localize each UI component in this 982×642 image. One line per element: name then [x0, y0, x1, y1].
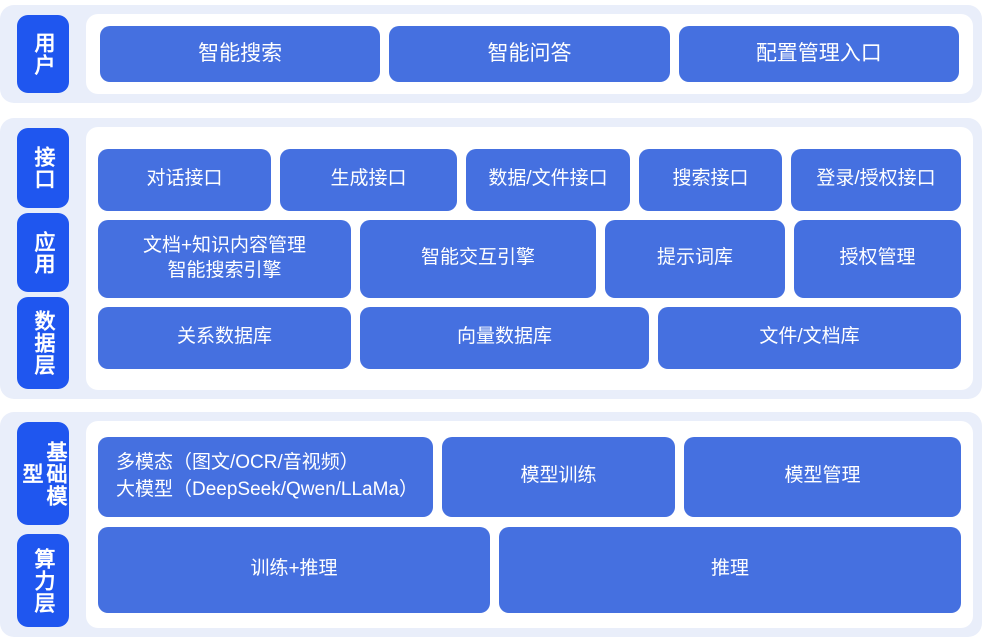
chip-inference[interactable]: 推理: [499, 526, 961, 613]
row-user-entries: 智能搜索 智能问答 配置管理入口: [100, 26, 959, 82]
chip-smart-search[interactable]: 智能搜索: [100, 26, 381, 82]
rail-user: 用户: [0, 5, 86, 103]
row-data-layer: 关系数据库 向量数据库 文件/文档库: [98, 306, 961, 369]
chip-config-management-entry[interactable]: 配置管理入口: [678, 26, 959, 82]
chip-document-knowledge-management[interactable]: 文档+知识内容管理 智能搜索引擎: [98, 219, 351, 298]
chip-file-document-store[interactable]: 文件/文档库: [658, 306, 961, 369]
chip-model-training[interactable]: 模型训练: [442, 436, 675, 517]
rail-base: 基础模型 算力层: [0, 412, 86, 637]
row-compute-layer: 训练+推理 推理: [98, 526, 961, 613]
section-user: 用户 智能搜索 智能问答 配置管理入口: [0, 5, 982, 103]
rail-chip-interface[interactable]: 接口: [17, 128, 69, 208]
chip-model-management[interactable]: 模型管理: [684, 436, 961, 517]
section-middle: 接口 应用 数据层 对话接口 生成接口 数据/文件接口 搜索接口 登录/授权接口…: [0, 118, 982, 399]
chip-vector-database[interactable]: 向量数据库: [360, 306, 649, 369]
rail-chip-data-layer[interactable]: 数据层: [17, 297, 69, 389]
rail-chip-user[interactable]: 用户: [17, 15, 69, 93]
chip-training-and-inference[interactable]: 训练+推理: [98, 526, 490, 613]
rail-chip-application[interactable]: 应用: [17, 212, 69, 293]
rail-chip-compute-layer[interactable]: 算力层: [17, 534, 69, 627]
chip-smart-qa[interactable]: 智能问答: [389, 26, 670, 82]
chip-multimodal-large-model[interactable]: 多模态（图文/OCR/音视频） 大模型（DeepSeek/Qwen/LLaMa）: [98, 436, 433, 517]
chip-search-api[interactable]: 搜索接口: [639, 148, 782, 211]
panel-middle: 对话接口 生成接口 数据/文件接口 搜索接口 登录/授权接口 文档+知识内容管理…: [86, 127, 973, 390]
panel-user: 智能搜索 智能问答 配置管理入口: [86, 14, 973, 94]
rail-chip-foundation-model[interactable]: 基础模型: [17, 422, 69, 525]
rail-middle: 接口 应用 数据层: [0, 118, 86, 399]
section-base: 基础模型 算力层 多模态（图文/OCR/音视频） 大模型（DeepSeek/Qw…: [0, 412, 982, 637]
chip-login-auth-api[interactable]: 登录/授权接口: [791, 148, 961, 211]
panel-base: 多模态（图文/OCR/音视频） 大模型（DeepSeek/Qwen/LLaMa）…: [86, 421, 973, 628]
row-application: 文档+知识内容管理 智能搜索引擎 智能交互引擎 提示词库 授权管理: [98, 219, 961, 298]
chip-dialog-api[interactable]: 对话接口: [98, 148, 271, 211]
chip-smart-interaction-engine[interactable]: 智能交互引擎: [360, 219, 596, 298]
chip-relational-database[interactable]: 关系数据库: [98, 306, 351, 369]
row-foundation-model: 多模态（图文/OCR/音视频） 大模型（DeepSeek/Qwen/LLaMa）…: [98, 436, 961, 517]
chip-generation-api[interactable]: 生成接口: [280, 148, 457, 211]
chip-authorization-management[interactable]: 授权管理: [794, 219, 961, 298]
chip-prompt-library[interactable]: 提示词库: [605, 219, 785, 298]
row-interface: 对话接口 生成接口 数据/文件接口 搜索接口 登录/授权接口: [98, 148, 961, 211]
chip-data-file-api[interactable]: 数据/文件接口: [466, 148, 630, 211]
